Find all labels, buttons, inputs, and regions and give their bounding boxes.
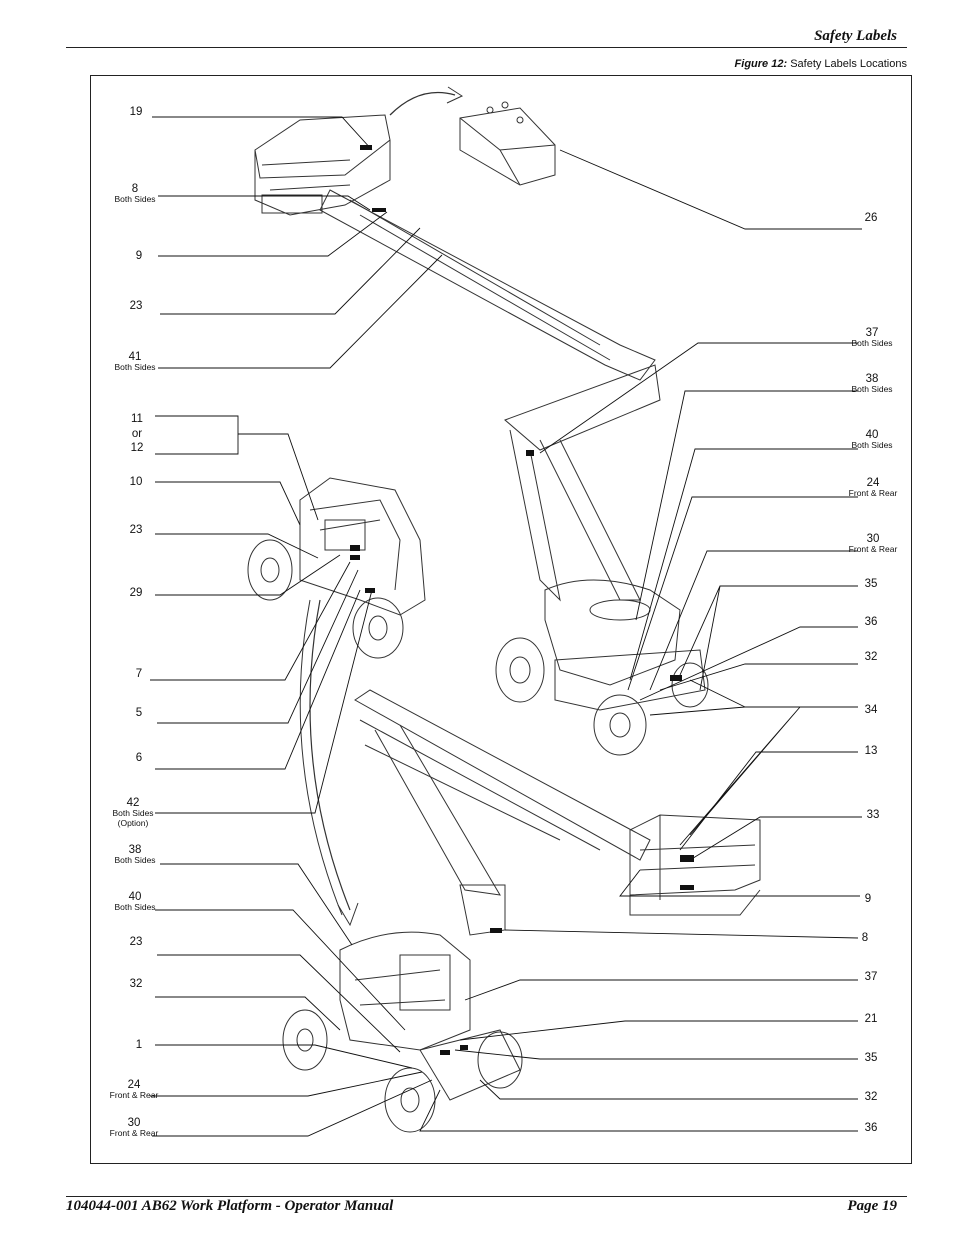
callout-23-upper: 23 bbox=[129, 300, 143, 312]
callout-19: 19 bbox=[129, 106, 143, 118]
figure-caption: Figure 12: Safety Labels Locations bbox=[735, 58, 907, 70]
callout-26: 26 bbox=[864, 212, 878, 224]
callout-36-upper: 36 bbox=[864, 616, 878, 628]
callout-32-upper: 32 bbox=[864, 651, 878, 663]
header-rule bbox=[66, 47, 907, 48]
callout-23-lower: 23 bbox=[129, 936, 143, 948]
figure-number: Figure 12: bbox=[734, 58, 788, 70]
footer-rule bbox=[66, 1196, 907, 1197]
callout-35-lower: 35 bbox=[864, 1052, 878, 1064]
callout-33: 33 bbox=[866, 809, 880, 821]
callout-36-lower: 36 bbox=[864, 1122, 878, 1134]
callout-5: 5 bbox=[135, 707, 143, 719]
page-number: Page 19 bbox=[847, 1198, 897, 1214]
callout-10: 10 bbox=[129, 476, 143, 488]
callout-23-middle: 23 bbox=[129, 524, 143, 536]
callout-35-upper: 35 bbox=[864, 578, 878, 590]
callout-1: 1 bbox=[135, 1039, 143, 1051]
figure-frame bbox=[90, 75, 912, 1164]
callout-11-or-12: 11 or 12 bbox=[130, 413, 144, 454]
callout-6: 6 bbox=[135, 752, 143, 764]
manual-title: 104044-001 AB62 Work Platform - Operator… bbox=[66, 1198, 394, 1214]
callout-8-right: 8 bbox=[861, 932, 869, 944]
callout-32-left: 32 bbox=[129, 978, 143, 990]
callout-29: 29 bbox=[129, 587, 143, 599]
callout-13: 13 bbox=[864, 745, 878, 757]
callout-9-left: 9 bbox=[135, 250, 143, 262]
callout-34: 34 bbox=[864, 704, 878, 716]
callout-9-right: 9 bbox=[864, 893, 872, 905]
section-title: Safety Labels bbox=[814, 28, 897, 44]
callout-37-lower: 37 bbox=[864, 971, 878, 983]
callout-21: 21 bbox=[864, 1013, 878, 1025]
callout-32-lower: 32 bbox=[864, 1091, 878, 1103]
callout-7: 7 bbox=[135, 668, 143, 680]
figure-caption-text: Safety Labels Locations bbox=[790, 58, 907, 70]
